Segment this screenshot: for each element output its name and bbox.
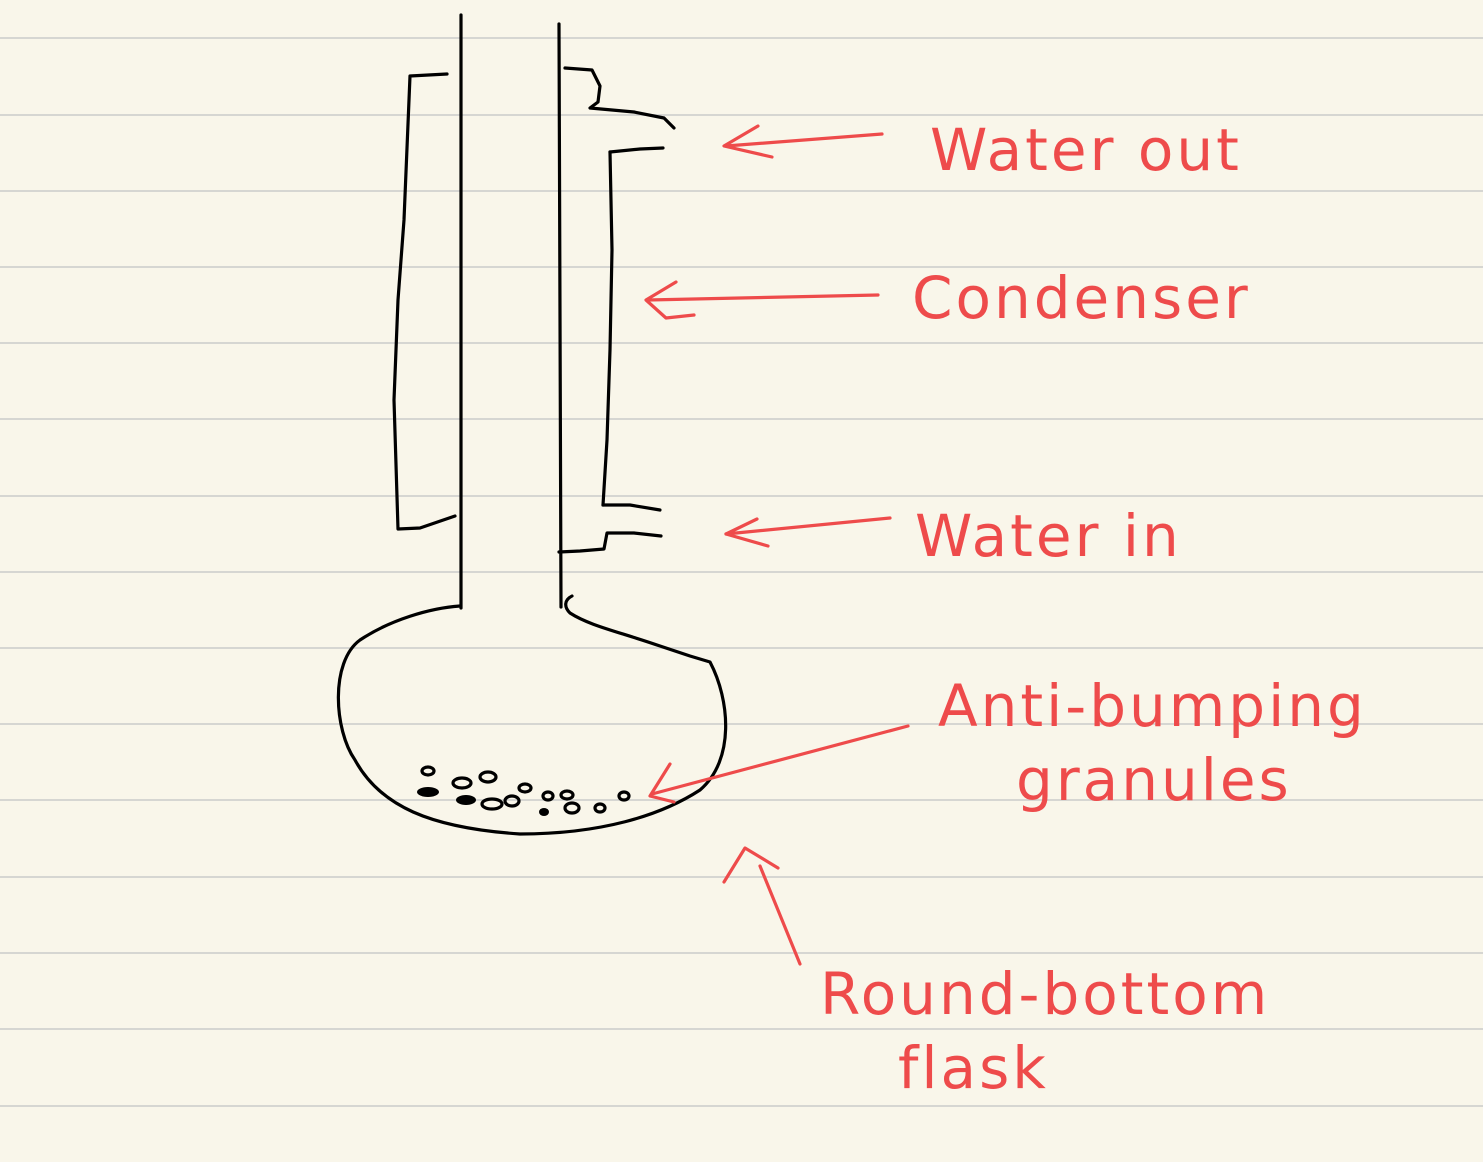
granules (417, 765, 631, 816)
granule (559, 789, 575, 801)
water-outlet-lower-edge (608, 146, 665, 154)
granule (420, 765, 436, 777)
label-flask-line2: flask (898, 1034, 1049, 1102)
label-water-in: Water in (915, 502, 1182, 570)
annotation-arrows (644, 124, 910, 966)
arrow-anti-bumping (648, 724, 910, 804)
granule (593, 802, 607, 814)
annotation-labels: Water out Condenser Water in Anti-bumpin… (820, 116, 1367, 1102)
label-flask-line1: Round-bottom (820, 960, 1270, 1028)
arrow-flask (722, 846, 802, 966)
granule (503, 794, 521, 808)
granule (478, 770, 498, 784)
inner-tube-right-wall (557, 22, 563, 609)
arrow-water-in (724, 516, 892, 548)
label-condenser: Condenser (912, 264, 1251, 332)
round-bottom-flask (336, 594, 728, 836)
water-inlet-lower-edge (557, 531, 663, 554)
ruled-lines (0, 37, 1483, 1107)
label-anti-bumping-line1: Anti-bumping (938, 672, 1367, 740)
granule (563, 801, 581, 815)
condenser-jacket-right-wall (601, 150, 614, 507)
granule (456, 795, 476, 805)
apparatus-drawing (336, 13, 728, 836)
arrow-water-out (722, 124, 884, 159)
granule (417, 787, 439, 797)
granule (617, 790, 631, 802)
condenser-jacket-left (392, 72, 457, 531)
label-water-out: Water out (930, 116, 1242, 184)
granule (517, 782, 533, 794)
water-inlet-upper-edge (601, 503, 662, 512)
condenser-jacket-right-top (563, 66, 676, 130)
granule (539, 808, 549, 816)
granule (480, 797, 504, 811)
label-anti-bumping-line2: granules (1016, 746, 1292, 814)
granule (541, 790, 555, 802)
arrow-condenser (644, 280, 880, 320)
granule (451, 776, 473, 790)
